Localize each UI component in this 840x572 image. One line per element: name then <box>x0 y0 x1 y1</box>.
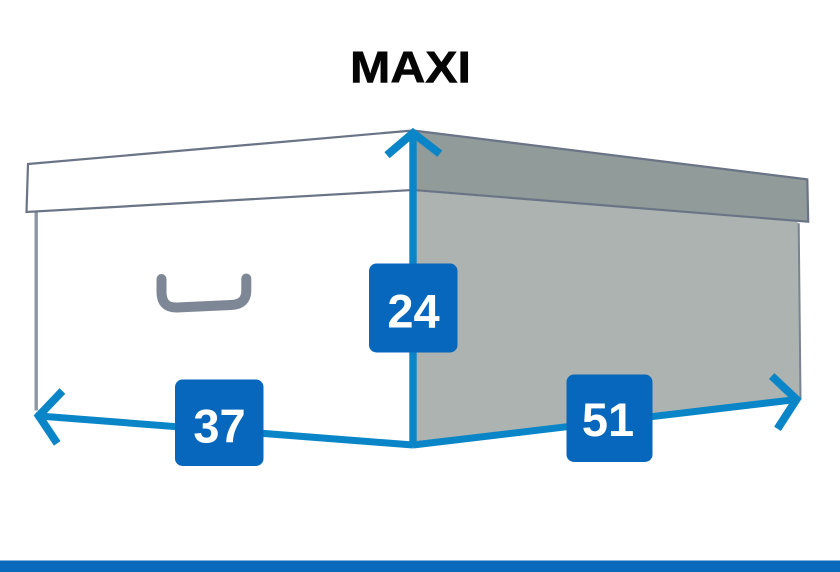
svg-text:51: 51 <box>582 393 634 446</box>
svg-text:24: 24 <box>387 285 439 338</box>
svg-text:MAXI: MAXI <box>350 44 471 93</box>
svg-text:37: 37 <box>193 399 245 452</box>
